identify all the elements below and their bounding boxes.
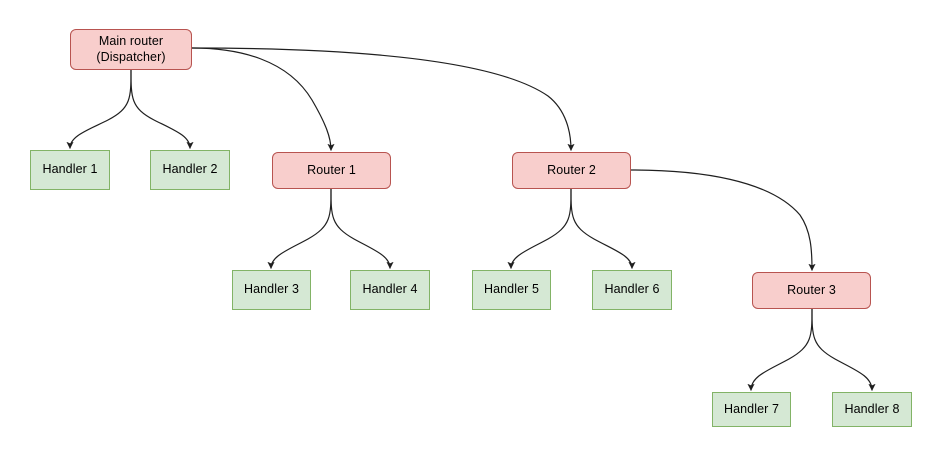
edge-router-3-to-handler-8 (811, 308, 876, 391)
node-label-handler-6: Handler 6 (604, 282, 660, 297)
node-router-2[interactable]: Router 2 (512, 152, 631, 189)
node-handler-1[interactable]: Handler 1 (30, 150, 110, 190)
node-label-handler-7: Handler 7 (723, 401, 780, 416)
edge-main-router-to-router-1 (191, 47, 335, 151)
edge-router-3-to-handler-7 (747, 308, 813, 391)
edge-router-2-to-handler-6 (570, 188, 636, 269)
node-handler-4[interactable]: Handler 4 (350, 270, 430, 310)
node-label-router-3: Router 3 (787, 282, 836, 297)
edge-router-1-to-handler-3 (267, 188, 332, 269)
edge-router-1-to-handler-4 (330, 188, 394, 269)
edge-router-2-to-router-3 (630, 169, 816, 271)
node-label-handler-4: Handler 4 (362, 282, 418, 297)
node-label-main-router: Main router (Dispatcher) (96, 33, 166, 64)
edge-main-router-to-router-2 (191, 47, 575, 151)
node-label-router-2: Router 2 (547, 162, 596, 177)
edge-main-router-to-handler-2 (130, 69, 194, 149)
node-label-handler-2: Handler 2 (162, 162, 218, 177)
node-handler-5[interactable]: Handler 5 (472, 270, 551, 310)
node-label-router-1: Router 1 (307, 162, 356, 177)
node-handler-8[interactable]: Handler 8 (832, 392, 912, 427)
node-handler-7[interactable]: Handler 7 (712, 392, 791, 427)
node-label-handler-1: Handler 1 (42, 162, 98, 177)
diagram-edges (66, 47, 876, 391)
node-label-handler-3: Handler 3 (243, 282, 300, 297)
edge-main-router-to-handler-1 (66, 69, 132, 149)
node-label-handler-8: Handler 8 (844, 401, 900, 416)
edge-router-2-to-handler-5 (507, 188, 572, 269)
node-handler-3[interactable]: Handler 3 (232, 270, 311, 310)
node-router-3[interactable]: Router 3 (752, 272, 871, 309)
node-handler-6[interactable]: Handler 6 (592, 270, 672, 310)
node-handler-2[interactable]: Handler 2 (150, 150, 230, 190)
node-main-router[interactable]: Main router (Dispatcher) (70, 29, 192, 70)
node-router-1[interactable]: Router 1 (272, 152, 391, 189)
node-label-handler-5: Handler 5 (483, 282, 540, 297)
